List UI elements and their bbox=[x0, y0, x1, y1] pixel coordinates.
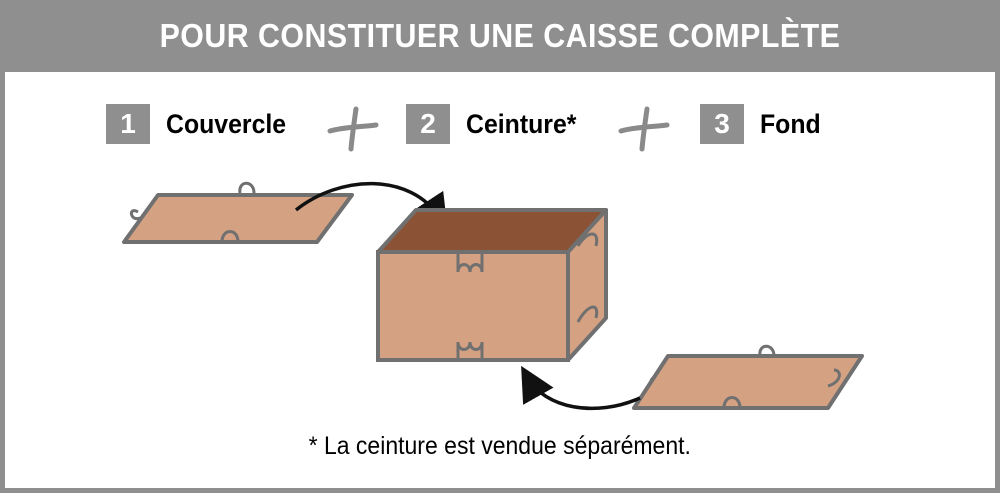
curved-arrow-icon bbox=[294, 181, 448, 230]
step-ceinture: 2 Ceinture* bbox=[406, 104, 586, 144]
step-fond: 3 Fond bbox=[700, 104, 826, 144]
step-number: 3 bbox=[700, 104, 744, 144]
header-bar: POUR CONSTITUER UNE CAISSE COMPLÈTE bbox=[0, 0, 1000, 72]
crate-box bbox=[376, 208, 608, 362]
step-label: Couvercle bbox=[166, 108, 287, 139]
step-label: Fond bbox=[760, 108, 821, 139]
step-number: 1 bbox=[106, 104, 150, 144]
plus-icon bbox=[618, 106, 670, 152]
step-label: Ceinture* bbox=[466, 108, 577, 139]
footnote-text: * La ceinture est vendue séparément. bbox=[308, 432, 692, 460]
plus-icon bbox=[327, 106, 379, 152]
lid-panel bbox=[122, 181, 354, 244]
step-number: 2 bbox=[406, 104, 450, 144]
curved-arrow-icon bbox=[521, 365, 641, 411]
bottom-panel bbox=[632, 344, 864, 410]
step-couvercle: 1 Couvercle bbox=[106, 104, 297, 144]
footnote: * La ceinture est vendue séparément. bbox=[0, 432, 1000, 461]
header-title: POUR CONSTITUER UNE CAISSE COMPLÈTE bbox=[159, 17, 841, 54]
